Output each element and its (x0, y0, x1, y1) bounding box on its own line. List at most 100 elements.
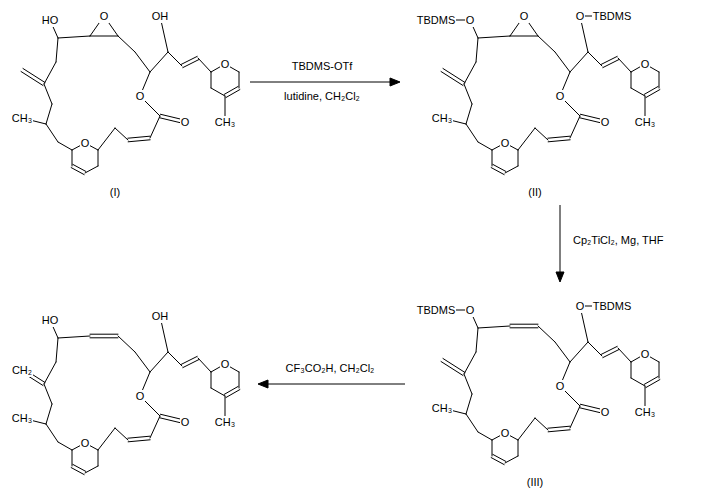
reaction-arrow (250, 82, 392, 83)
bond-line (85, 466, 98, 473)
atom-label: O (555, 90, 566, 103)
bond-line (618, 58, 631, 72)
atom-label: (I) (109, 186, 121, 199)
bond-line (23, 68, 45, 82)
bond-line (85, 166, 98, 173)
bond-line (135, 52, 150, 72)
bond-line (46, 124, 58, 142)
atom-label: O (220, 358, 231, 371)
bond-line (478, 36, 510, 38)
atom-label: O (500, 137, 511, 150)
bond-line (518, 440, 519, 456)
bond-line (168, 52, 182, 66)
bond-line (466, 414, 478, 432)
bond-line (646, 380, 660, 388)
bond-line (492, 440, 493, 456)
bond-line (464, 352, 476, 374)
bond-line (115, 128, 128, 140)
bond-line (73, 464, 86, 471)
bond-line (464, 374, 472, 394)
atom-label: CH₃ (634, 406, 656, 419)
bond-line (644, 376, 658, 384)
bond-line (518, 128, 535, 150)
bond-line (58, 336, 90, 338)
bond-line (535, 418, 548, 430)
bond-line (224, 386, 238, 394)
atom-label: O (135, 90, 146, 103)
bond-line (72, 450, 73, 466)
bond-line (226, 90, 240, 98)
atom-label: CH₃ (214, 416, 236, 429)
bond-line (538, 36, 555, 52)
bond-line (601, 56, 617, 64)
bond-line (168, 352, 182, 366)
atom-label: CH₂ (11, 364, 33, 377)
bond-line (239, 72, 240, 88)
arrow-head (556, 272, 564, 282)
atom-label: O (465, 14, 476, 27)
bond-line (510, 327, 538, 328)
atom-label: O (80, 437, 91, 450)
atom-label: TBDMS (416, 304, 457, 317)
bond-line (90, 36, 118, 37)
atom-label: O (99, 10, 110, 23)
atom-label: TBDMS (592, 10, 633, 23)
atom-label: O (220, 58, 231, 71)
bond-line (181, 56, 197, 64)
bond-line (72, 150, 73, 166)
bond-line (118, 36, 135, 52)
bond-line (150, 416, 160, 438)
atom-label: OH (151, 10, 170, 23)
atom-label: HO (41, 14, 60, 27)
atom-label: (II) (527, 186, 542, 199)
bond-line (46, 104, 52, 124)
atom-label: O (640, 348, 651, 361)
bond-line (198, 58, 211, 72)
bond-line (548, 426, 570, 428)
bond-line (603, 350, 619, 358)
bond-line (631, 72, 632, 88)
bond-line (510, 324, 538, 325)
bond-line (150, 352, 168, 372)
bond-line (476, 328, 478, 352)
atom-label: TBDMS (592, 300, 633, 313)
bond-line (56, 338, 58, 362)
atom-label: O (555, 380, 566, 393)
reaction-arrow (266, 384, 405, 385)
bond-line (211, 88, 225, 96)
atom-label: O (640, 58, 651, 71)
bond-line (118, 336, 135, 352)
atom-label: TBDMS (416, 14, 457, 27)
bond-line (98, 428, 115, 450)
bond-line (478, 432, 492, 440)
bond-line (98, 150, 99, 166)
bond-line (538, 326, 555, 342)
bond-line (518, 418, 535, 440)
bond-line (618, 348, 631, 362)
bond-line (505, 456, 518, 463)
bond-line (631, 88, 645, 96)
bond-line (518, 150, 519, 166)
atom-label: O (575, 300, 586, 313)
bond-line (98, 128, 115, 150)
atom-label: CH₃ (634, 116, 656, 129)
bond-line (464, 84, 472, 104)
atom-label: CH₃ (11, 112, 33, 125)
bond-line (659, 362, 660, 378)
bond-line (659, 72, 660, 88)
atom-label: O (180, 116, 191, 129)
bond-line (492, 150, 493, 166)
atom-label: (III) (526, 476, 545, 489)
arrow-head (258, 380, 268, 388)
bond-line (478, 142, 492, 150)
bond-line (58, 442, 72, 450)
bond-line (646, 90, 660, 98)
bond-line (510, 36, 538, 37)
bond-line (71, 168, 84, 175)
bond-line (183, 360, 199, 368)
reagent-label: TBDMS-OTf (291, 60, 354, 73)
bond-line (644, 86, 658, 94)
bond-line (466, 394, 472, 414)
bond-line (181, 356, 197, 364)
atom-label: O (575, 10, 586, 23)
